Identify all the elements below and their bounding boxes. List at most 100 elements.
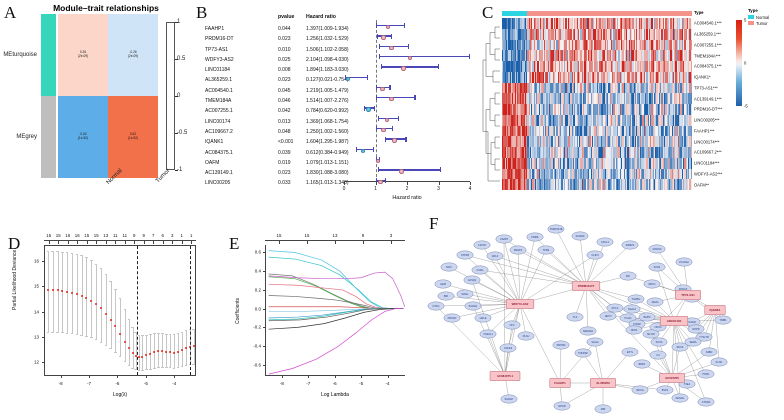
lncrna-node[interactable]: WDFY3-AS2 bbox=[505, 299, 535, 309]
lncrna-node[interactable]: AL365259 bbox=[590, 378, 616, 388]
gene-node[interactable]: GRLE bbox=[474, 313, 492, 323]
gene-node[interactable]: GEM bbox=[434, 279, 452, 289]
gene-node[interactable]: IKKKG bbox=[631, 385, 649, 395]
gene-node[interactable]: SEMA6A bbox=[579, 326, 597, 336]
sample-type-cell bbox=[593, 11, 595, 16]
gene-node[interactable]: RHOJ bbox=[643, 279, 661, 289]
lncrna-node[interactable]: TP73-AS1 bbox=[675, 290, 701, 300]
gene-node[interactable]: CF3 bbox=[503, 320, 521, 330]
gene-node[interactable]: KLNC bbox=[710, 357, 728, 367]
gene-node[interactable]: NFPA bbox=[625, 325, 643, 335]
gene-node[interactable]: SEMA bbox=[684, 337, 702, 347]
gene-node[interactable]: S100A7 bbox=[500, 394, 518, 404]
gene-node[interactable]: CXCL1 bbox=[596, 237, 614, 247]
lncrna-node[interactable]: AC007255 bbox=[659, 373, 685, 383]
gene-node[interactable]: WASL bbox=[456, 289, 474, 299]
heatmap-cell[interactable]: -0.62(1e-52) bbox=[58, 96, 108, 178]
gene-node[interactable]: TGFB1I bbox=[627, 294, 645, 304]
gene-node[interactable]: SCXA bbox=[650, 337, 668, 347]
heatmap-cell[interactable]: 0.26(2e-09) bbox=[58, 14, 108, 96]
lncrna-node[interactable]: PRDM16-DT bbox=[571, 281, 601, 291]
gene-node[interactable]: STPR3 bbox=[456, 250, 474, 260]
gene-node[interactable]: BAPD bbox=[638, 312, 656, 322]
gene-node[interactable]: PRKCD bbox=[443, 313, 461, 323]
gene-node[interactable]: JEITO bbox=[599, 311, 617, 321]
gene-node[interactable]: TCEAL1 bbox=[479, 329, 497, 339]
gene-node[interactable]: CORL bbox=[471, 265, 489, 275]
gene-node[interactable]: CXFG bbox=[427, 301, 445, 311]
heatmap-cell bbox=[675, 71, 677, 83]
gene-node[interactable]: CASQ2 bbox=[463, 275, 481, 285]
gene-node[interactable]: NOPR bbox=[687, 324, 705, 334]
gene-node[interactable]: RNPM4 bbox=[552, 340, 570, 350]
gene-node-label: EPOR bbox=[558, 405, 565, 408]
gene-node[interactable]: EXTL bbox=[621, 347, 639, 357]
gene-node[interactable]: SDCK bbox=[671, 342, 689, 352]
gene-node[interactable]: MCK bbox=[440, 262, 458, 272]
heatmap-cell bbox=[682, 82, 685, 94]
heatmap-cell[interactable]: -0.26(2e-09) bbox=[108, 14, 158, 96]
gene-node[interactable]: CD99L bbox=[526, 232, 544, 242]
gene-node[interactable]: PLXNA2 bbox=[675, 257, 693, 267]
gene-node[interactable]: C1TRX bbox=[473, 240, 491, 250]
lncrna-node[interactable]: FAAHP1 bbox=[549, 378, 571, 388]
gene-node[interactable]: S100A9 bbox=[571, 231, 589, 241]
gene-node[interactable]: CLIP4 bbox=[586, 250, 604, 260]
gene-node[interactable]: MCM10 bbox=[648, 244, 666, 254]
gene-node[interactable]: CTRNA bbox=[697, 397, 715, 407]
gene-node[interactable]: MLT1P bbox=[642, 329, 660, 339]
gene-node[interactable]: TPM4 bbox=[537, 245, 555, 255]
gene-node[interactable]: ASZP3 bbox=[495, 234, 513, 244]
gene-node[interactable]: MFAP4 bbox=[509, 245, 527, 255]
gene-node[interactable]: TNFRSF1B bbox=[547, 224, 565, 234]
gene-node[interactable]: S4BD bbox=[700, 347, 718, 357]
gene-node[interactable]: 152A1 bbox=[646, 297, 664, 307]
gene-node[interactable]: TRIB1 bbox=[714, 315, 732, 325]
gene-node[interactable]: C3 bbox=[649, 350, 667, 360]
gene-node[interactable]: S100A1 bbox=[464, 301, 482, 311]
heatmap-cell[interactable]: 0.62(1e-52) bbox=[108, 96, 158, 178]
gene-node[interactable]: BVP2 bbox=[656, 385, 674, 395]
gene-node[interactable]: COLE3 bbox=[499, 343, 517, 353]
lncrna-node[interactable]: IQANK1 bbox=[704, 305, 726, 315]
lncrna-node[interactable]: LINC01184 bbox=[659, 316, 689, 326]
gene-node[interactable]: NAALA bbox=[623, 304, 641, 314]
gene-node[interactable]: MYLK bbox=[606, 303, 624, 313]
gene-node[interactable]: SOX4 bbox=[648, 262, 666, 272]
gene-node[interactable]: KENAG bbox=[671, 393, 689, 403]
heatmap-cell bbox=[664, 39, 666, 51]
gene-node[interactable]: TNFRSF bbox=[574, 348, 592, 358]
gene-node[interactable]: BID bbox=[437, 291, 455, 301]
gene-node[interactable]: BMP1 bbox=[633, 359, 651, 369]
gene-node[interactable]: SGGA bbox=[586, 337, 604, 347]
gene-node[interactable]: RAMP1 bbox=[621, 240, 639, 250]
heatmap-cell bbox=[652, 136, 654, 147]
x-tick-mark bbox=[60, 375, 62, 378]
gene-node[interactable]: MIR bbox=[594, 404, 612, 414]
gene-node[interactable]: HOD1 bbox=[697, 369, 715, 379]
gene-node[interactable]: CRLF bbox=[486, 251, 504, 261]
gene-node[interactable]: TLS bbox=[566, 312, 584, 322]
gene-node[interactable]: EPOR bbox=[553, 401, 571, 411]
gene-node[interactable]: PLAU bbox=[517, 331, 535, 341]
lncrna-node[interactable]: AC084375.1 bbox=[489, 371, 521, 381]
gene-node[interactable]: TYSLTR bbox=[695, 332, 713, 342]
gene-node[interactable]: IRF bbox=[619, 271, 637, 281]
gene-node[interactable]: ITGA1 bbox=[619, 313, 637, 323]
